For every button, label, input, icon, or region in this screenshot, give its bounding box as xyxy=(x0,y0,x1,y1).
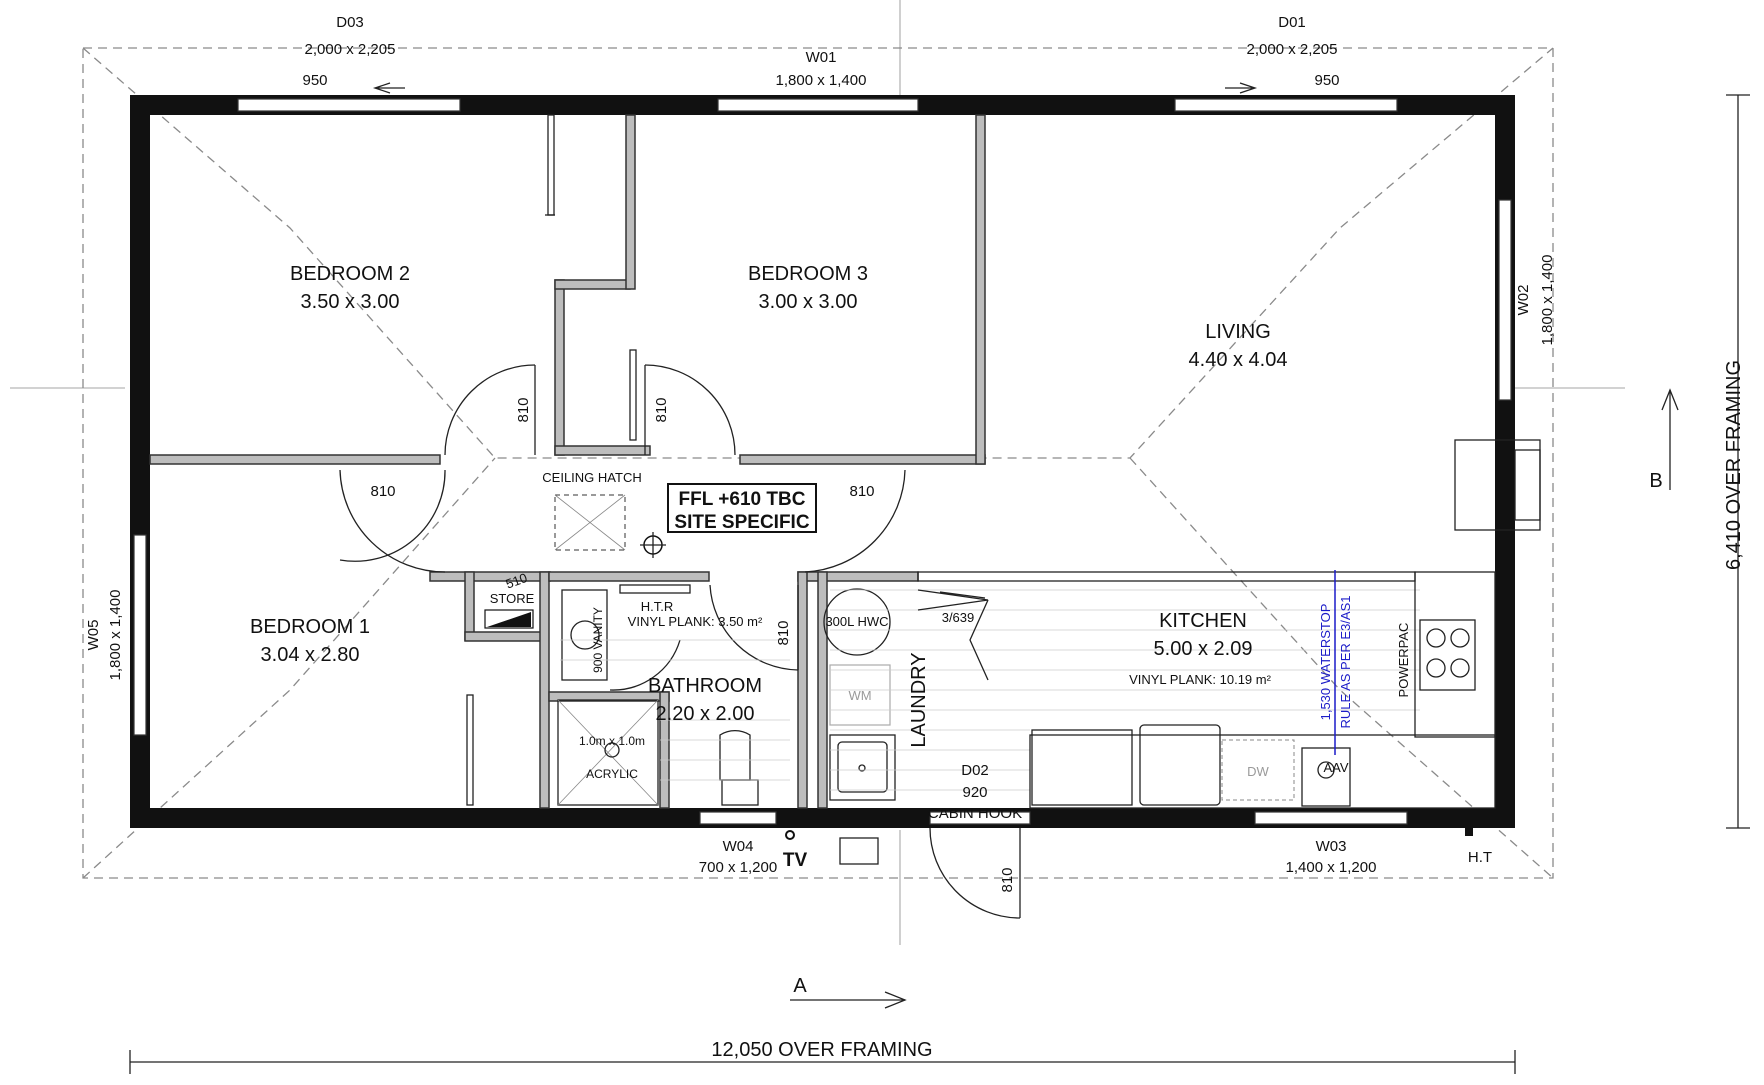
door-leaf-bed3: 810 xyxy=(653,397,670,422)
kitchen-name: KITCHEN xyxy=(1159,610,1247,632)
bedroom1-name: BEDROOM 1 xyxy=(250,616,370,638)
d03-size: 2,000 x 2,205 xyxy=(305,41,396,58)
tv-point xyxy=(785,830,795,840)
bedroom3-size: 3.00 x 3.00 xyxy=(759,291,858,313)
w04-size: 700 x 1,200 xyxy=(699,859,777,876)
d03-leaf: 950 xyxy=(302,72,327,89)
door-leaf-d02: 810 xyxy=(999,867,1016,892)
bathroom-fixtures xyxy=(557,584,790,806)
dw-label: DW xyxy=(1247,764,1269,779)
wm-label: WM xyxy=(848,688,871,703)
overall-width: 12,050 OVER FRAMING xyxy=(711,1039,932,1061)
d01-leaf: 950 xyxy=(1314,72,1339,89)
w03-size: 1,400 x 1,200 xyxy=(1286,859,1377,876)
cavity-label: 3/639 xyxy=(942,610,975,625)
w01-size: 1,800 x 1,400 xyxy=(776,72,867,89)
kitchen-floor xyxy=(830,589,1420,791)
store-shelf xyxy=(484,609,534,629)
bathroom-size: 2.20 x 2.00 xyxy=(656,703,755,725)
w02-size: 1,800 x 1,400 xyxy=(1539,255,1556,346)
living-size: 4.40 x 4.04 xyxy=(1189,349,1288,371)
w05-size: 1,800 x 1,400 xyxy=(107,590,124,681)
w05-id: W05 xyxy=(85,620,102,651)
vanity-label: 900 VANITY xyxy=(591,607,605,673)
overall-height: 6,410 OVER FRAMING xyxy=(1723,360,1745,570)
store-width: 510 xyxy=(504,570,530,592)
d01-id: D01 xyxy=(1278,14,1306,31)
exterior-openings xyxy=(133,98,1512,825)
hwc-label: 300L HWC xyxy=(825,614,888,629)
d02-size: 920 xyxy=(962,784,987,801)
ht-marker xyxy=(1465,826,1473,836)
w01-id: W01 xyxy=(806,49,837,66)
bathroom-floor: VINYL PLANK: 3.50 m² xyxy=(628,614,763,629)
w02-id: W02 xyxy=(1515,285,1532,316)
ffl-line2: SITE SPECIFIC xyxy=(674,512,809,533)
door-leaf-bed1: 810 xyxy=(370,483,395,500)
kitchen-floor-label: VINYL PLANK: 10.19 m² xyxy=(1129,672,1272,687)
door-leaf-bed2: 810 xyxy=(515,397,532,422)
shower-size: 1.0m x 1.0m xyxy=(579,734,645,748)
centre-lines xyxy=(10,0,1625,945)
section-a: A xyxy=(793,975,807,997)
ht-label: H.T xyxy=(1468,849,1492,866)
kitchen-benches xyxy=(917,571,1496,809)
door-swings xyxy=(339,114,1021,919)
ceiling-hatch-label: CEILING HATCH xyxy=(542,470,641,485)
bedroom2-size: 3.50 x 3.00 xyxy=(301,291,400,313)
bedroom1-size: 3.04 x 2.80 xyxy=(261,644,360,666)
bedroom3-name: BEDROOM 3 xyxy=(748,263,868,285)
w04-id: W04 xyxy=(723,838,754,855)
ffl-box xyxy=(667,483,817,533)
d02-id: D02 xyxy=(961,762,989,779)
d02-note: CABIN HOOK xyxy=(928,805,1022,822)
living-name: LIVING xyxy=(1205,321,1271,343)
store-name: STORE xyxy=(490,591,535,606)
datum-symbol xyxy=(640,532,666,558)
w03-id: W03 xyxy=(1316,838,1347,855)
bedroom2-name: BEDROOM 2 xyxy=(290,263,410,285)
waterstop-line2: RULE AS PER E3/AS1 xyxy=(1338,596,1353,729)
section-b: B xyxy=(1649,470,1662,492)
laundry-fixtures xyxy=(823,588,896,801)
shower-type: ACRYLIC xyxy=(586,767,638,781)
interior-walls xyxy=(149,114,986,809)
d01-size: 2,000 x 2,205 xyxy=(1247,41,1338,58)
waterstop-line1: 1,530 WATERSTOP xyxy=(1318,604,1333,721)
meter-box xyxy=(839,837,879,865)
ffl-line1: FFL +610 TBC xyxy=(679,489,806,510)
d03-id: D03 xyxy=(336,14,364,31)
dimension-lines xyxy=(129,82,1750,1074)
laundry-name: LAUNDRY xyxy=(908,652,930,747)
ceiling-hatch xyxy=(554,494,626,551)
door-leaf-bath: 810 xyxy=(775,620,792,645)
tv-label: TV xyxy=(783,850,808,871)
kitchen-size: 5.00 x 2.09 xyxy=(1154,638,1253,660)
powerpac-label: POWERPAC xyxy=(1396,623,1411,698)
heat-pump-outline xyxy=(1514,449,1541,521)
door-leaf-living: 810 xyxy=(849,483,874,500)
aav-label: AAV xyxy=(1323,760,1348,775)
htr-label: H.T.R xyxy=(641,599,674,614)
bathroom-name: BATHROOM xyxy=(648,675,762,697)
